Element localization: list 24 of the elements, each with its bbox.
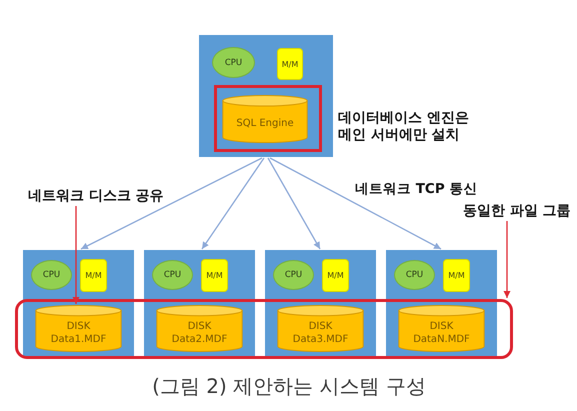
cpu-ellipse: CPU [212,47,255,78]
figure-caption: (그림 2) 제안하는 시스템 구성 [152,374,426,398]
arrow [201,158,265,250]
highlight-frame [214,85,322,152]
memory-box: M/M [322,259,349,292]
cpu-ellipse: CPU [273,260,314,290]
server-box [199,35,333,157]
annotation-label: 네트워크 TCP 통신 [355,181,478,198]
arrow [267,158,321,250]
annotation-label: 네트워크 디스크 공유 [28,188,164,205]
cpu-ellipse: CPU [152,260,193,290]
arrow [270,157,442,250]
leader-line [504,221,510,298]
leader-line [72,206,80,304]
annotation-label: 동일한 파일 그룹 [463,203,571,220]
memory-box: M/M [201,259,228,292]
arrow [80,157,262,250]
memory-box: M/M [80,259,107,292]
memory-box: M/M [277,48,303,80]
annotation-label: 데이터베이스 엔진은 메인 서버에만 설치 [338,110,470,144]
cpu-ellipse: CPU [394,260,435,290]
group-frame [15,299,513,359]
memory-box: M/M [443,259,470,292]
cpu-ellipse: CPU [31,260,72,290]
